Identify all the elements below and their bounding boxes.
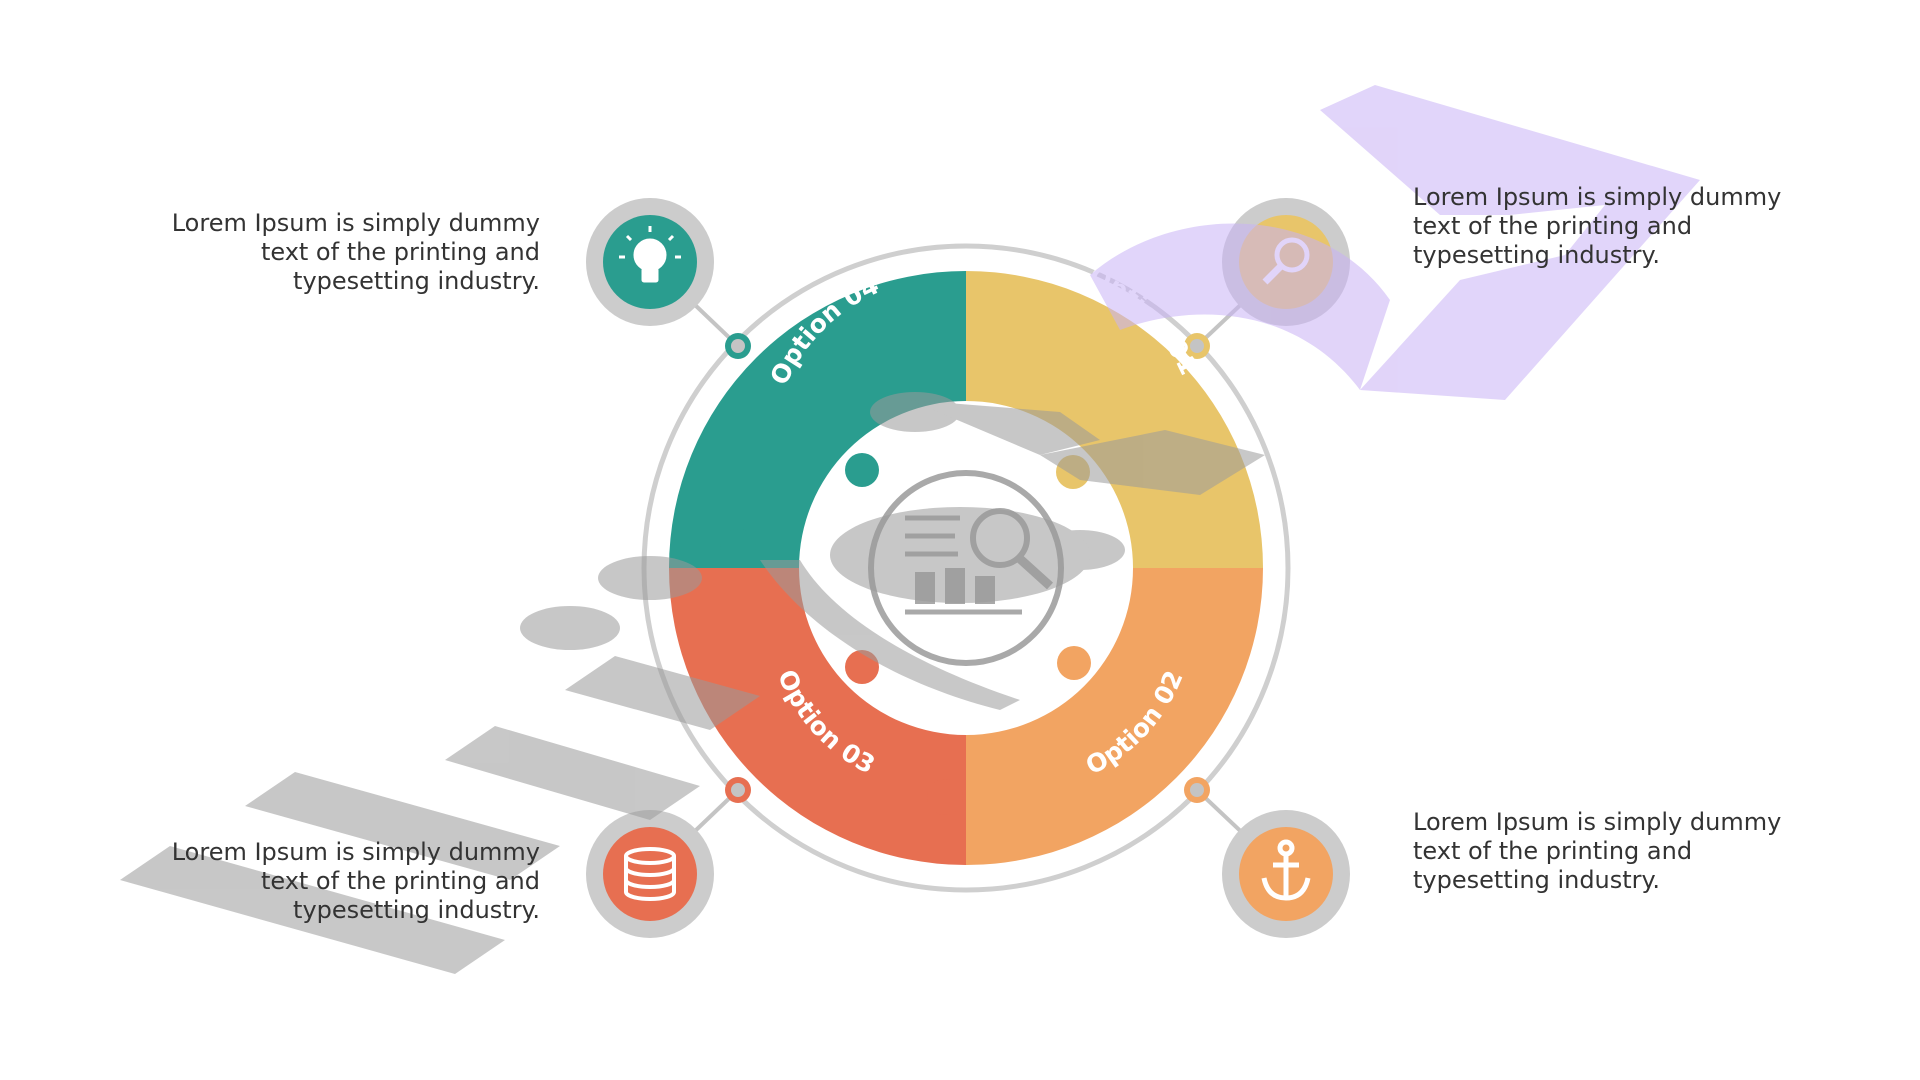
segment-01-tab bbox=[972, 317, 1008, 353]
database-icon bbox=[624, 847, 676, 901]
watermark-gray-letters bbox=[120, 392, 1265, 974]
badge-bottom-left bbox=[586, 810, 714, 938]
segment-02-shape bbox=[966, 568, 1263, 865]
segment-option-02 bbox=[966, 568, 1263, 865]
watermark bbox=[120, 85, 1700, 974]
lightbulb-icon bbox=[619, 226, 681, 283]
segment-03-tab bbox=[927, 779, 963, 815]
badge-top-left bbox=[586, 198, 714, 326]
segment-option-04 bbox=[669, 271, 966, 568]
segment-04-tab bbox=[845, 453, 879, 487]
segment-04-shape bbox=[669, 271, 966, 568]
description-top-right: Lorem Ipsum is simply dummy text of the … bbox=[1413, 183, 1782, 269]
watermark-purple-numeral bbox=[1090, 85, 1700, 400]
segment-03-shape bbox=[669, 568, 966, 865]
segment-01-shape bbox=[966, 271, 1263, 568]
connector-knots bbox=[725, 333, 1210, 803]
segment-02-tab bbox=[1176, 572, 1212, 608]
description-top-left: Lorem Ipsum is simply dummy text of the … bbox=[171, 209, 540, 295]
description-bottom-right: Lorem Ipsum is simply dummy text of the … bbox=[1413, 808, 1782, 894]
segment-04-tab bbox=[720, 529, 756, 565]
badge-bottom-right bbox=[1222, 810, 1350, 938]
segment-02-tab bbox=[1057, 646, 1091, 680]
anchor-icon bbox=[1261, 839, 1311, 901]
description-bottom-left: Lorem Ipsum is simply dummy text of the … bbox=[171, 838, 540, 924]
